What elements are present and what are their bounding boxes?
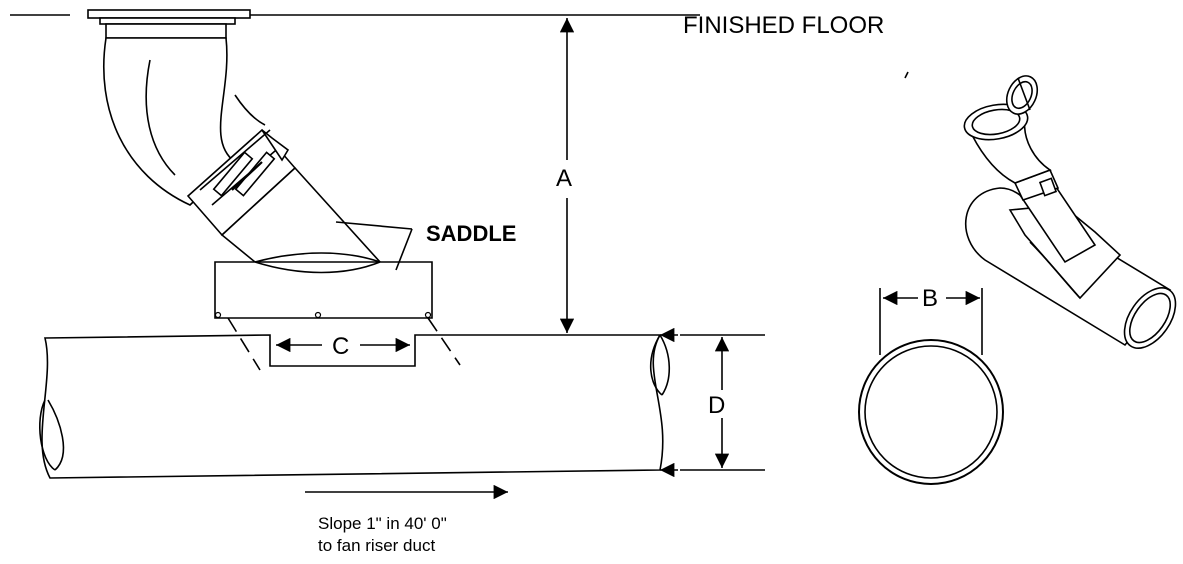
slope-text-line2: to fan riser duct: [318, 536, 435, 555]
dim-b-label: B: [922, 285, 938, 312]
isometric-view: [963, 75, 1177, 349]
coupling-clamp: [186, 128, 297, 237]
saddle: [214, 261, 433, 319]
duct-cross-section: [858, 339, 1004, 485]
saddle-label: SADDLE: [426, 221, 516, 246]
dimension-d: [660, 327, 765, 478]
dim-c-label: C: [332, 333, 349, 360]
dim-d-label: D: [708, 392, 725, 419]
elbow-fitting: [102, 37, 266, 206]
floor-flange: [87, 9, 251, 39]
dimension-b: [879, 288, 983, 355]
main-duct: [39, 317, 671, 479]
finished-floor-label: FINISHED FLOOR: [683, 12, 884, 39]
slope-text-line1: Slope 1" in 40' 0": [318, 514, 447, 533]
tick-mark: [904, 71, 909, 79]
dim-a-label: A: [556, 165, 572, 192]
